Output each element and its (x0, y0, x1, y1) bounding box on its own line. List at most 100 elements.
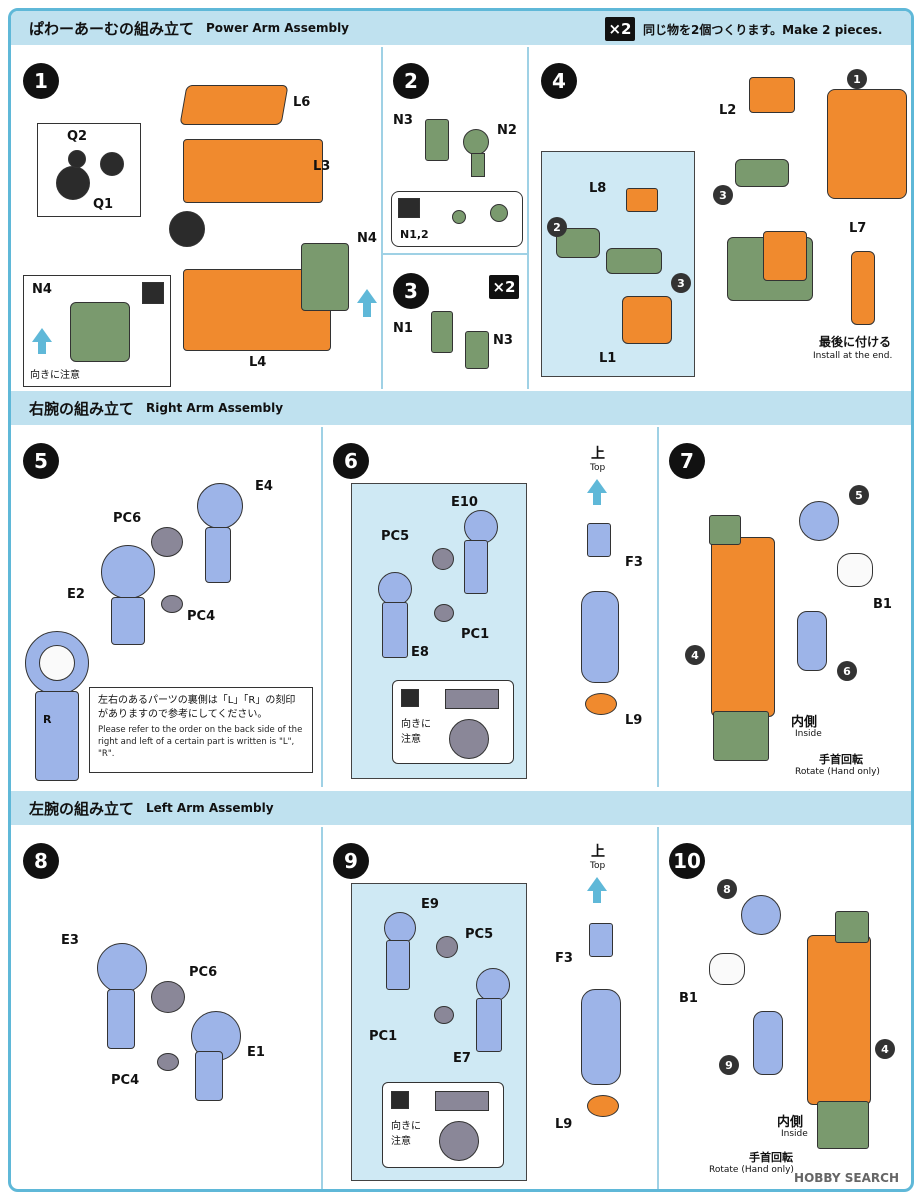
orientation-box: 向きに 注意 (392, 680, 514, 764)
part-n4 (301, 243, 349, 311)
part-arm-bottom (817, 1101, 869, 1149)
label-pc6: PC6 (113, 511, 142, 526)
label-n12: N1,2 (400, 228, 429, 241)
part-pc4 (157, 1053, 179, 1071)
part-pc6 (151, 981, 185, 1013)
part-e2-body (111, 597, 145, 645)
part-l9 (587, 1095, 619, 1117)
part-f3 (589, 923, 613, 957)
part-l8 (626, 188, 658, 212)
part-assembly-core (763, 231, 807, 281)
label-pc1: PC1 (461, 627, 490, 642)
label-n1: N1 (393, 321, 413, 336)
part-pc1 (434, 1006, 454, 1024)
label-l6: L6 (293, 95, 311, 110)
ref-bubble: 6 (837, 661, 857, 681)
top-jp: 上 (591, 446, 605, 462)
label-q2: Q2 (67, 129, 88, 144)
part-pc1-side (445, 689, 499, 709)
lr-note: 左右のあるパーツの裏側は「L」「R」の刻印がありますので参考にしてください。 P… (89, 687, 313, 773)
part-ball-joint (169, 211, 205, 247)
up-arrow-icon (587, 877, 607, 891)
ref-bubble: 3 (713, 185, 733, 205)
step-number: 8 (23, 843, 59, 879)
step-number: 3 (393, 273, 429, 309)
part-arm-top (709, 515, 741, 545)
section-title-jp: ぱわーあーむの組み立て (29, 19, 195, 38)
up-arrow-icon (357, 289, 377, 303)
instruction-page: ぱわーあーむの組み立て Power Arm Assembly ×2 同じ物を2個… (8, 8, 914, 1192)
part-pc1-side (435, 1091, 489, 1111)
part-upper (741, 895, 781, 935)
label-l9: L9 (555, 1117, 573, 1132)
label-pc5: PC5 (381, 529, 410, 544)
part-q1 (56, 166, 90, 200)
sprue-icon (142, 282, 164, 304)
part-power-arm (827, 89, 907, 199)
orientation-note: 向きに 注意 (401, 719, 431, 745)
part-l2 (749, 77, 795, 113)
inside-en: Inside (795, 729, 822, 739)
top-en: Top (590, 463, 606, 473)
part-e1-body (195, 1051, 223, 1101)
part-n1 (431, 311, 453, 353)
part-n3 (425, 119, 449, 161)
orientation-note: 向きに 注意 (391, 1121, 421, 1147)
detail-box-q (37, 123, 141, 217)
part-l6 (179, 85, 289, 125)
divider (527, 47, 529, 389)
part-l9 (585, 693, 617, 715)
up-arrow-stem (363, 303, 371, 317)
lr-mark: R (43, 713, 52, 726)
ref-bubble: 3 (671, 273, 691, 293)
sprue-node (490, 204, 508, 222)
label-pc4: PC4 (111, 1073, 140, 1088)
step-number: 10 (669, 843, 705, 879)
part-e2 (101, 545, 155, 599)
section-header-left-arm: 左腕の組み立て Left Arm Assembly (11, 791, 911, 825)
label-l3: L3 (313, 159, 331, 174)
detail-box-sprue: N1,2 (391, 191, 523, 247)
orientation-note: 向きに注意 (30, 370, 80, 381)
part-e9 (384, 912, 416, 944)
label-n2: N2 (497, 123, 517, 138)
label-l8: L8 (589, 181, 607, 196)
sprue-node (452, 210, 466, 224)
label-e2: E2 (67, 587, 85, 602)
detail-box-step4 (541, 151, 695, 377)
pen-icon (401, 689, 419, 707)
label-b1: B1 (679, 991, 698, 1006)
label-n4-detail: N4 (32, 282, 52, 297)
top-jp: 上 (591, 844, 605, 860)
sprue-icon (398, 198, 420, 218)
install-end-en: Install at the end. (813, 351, 893, 361)
part-l7 (851, 251, 875, 325)
section-header-right-arm: 右腕の組み立て Right Arm Assembly (11, 391, 911, 425)
part-e10 (464, 510, 498, 544)
part-pc5 (436, 936, 458, 958)
label-pc1: PC1 (369, 1029, 398, 1044)
divider (321, 827, 323, 1189)
divider (381, 47, 383, 389)
part-power-arm (711, 537, 775, 717)
part-n3 (465, 331, 489, 369)
part-pc5 (432, 548, 454, 570)
divider (381, 253, 529, 255)
label-pc6: PC6 (189, 965, 218, 980)
lr-note-jp: 左右のあるパーツの裏側は「L」「R」の刻印がありますので参考にしてください。 (98, 695, 296, 720)
rotate-jp: 手首回転 (749, 1151, 793, 1164)
label-e1: E1 (247, 1045, 265, 1060)
label-pc4: PC4 (187, 609, 216, 624)
part-e3 (97, 943, 147, 993)
part-e8-body (382, 602, 408, 658)
watermark: HOBBY SEARCH (794, 1171, 899, 1185)
part-l1 (622, 296, 672, 344)
part-e7-body (476, 998, 502, 1052)
part-lr-hole (39, 645, 75, 681)
inside-en: Inside (781, 1129, 808, 1139)
top-en: Top (590, 861, 606, 871)
step-number: 9 (333, 843, 369, 879)
section-title-en: Power Arm Assembly (206, 21, 350, 35)
detail-box-step9: 向きに 注意 (351, 883, 527, 1181)
part-pc6 (151, 527, 183, 557)
